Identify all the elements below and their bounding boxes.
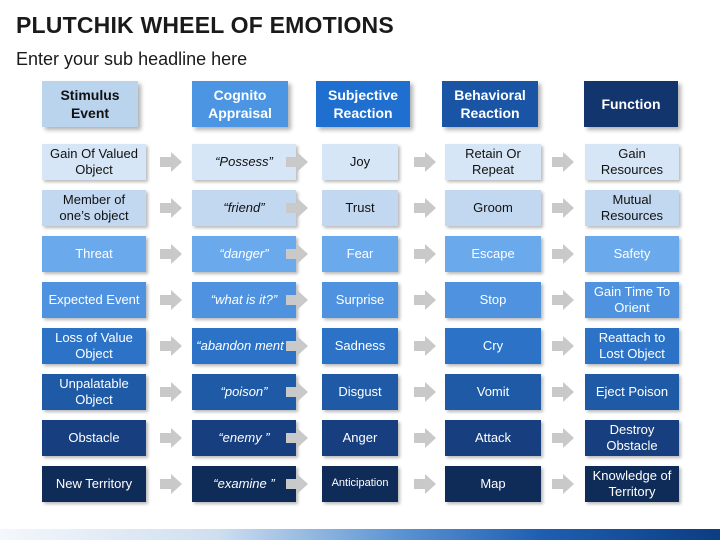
arrow-right-icon <box>286 474 308 494</box>
arrow-right-icon <box>552 382 574 402</box>
stimulus-event-cell: Obstacle <box>42 420 146 456</box>
arrow-right-icon <box>160 290 182 310</box>
behavioral-reaction-cell: Attack <box>445 420 541 456</box>
header-stimulus-event: Stimulus Event <box>42 81 138 127</box>
arrow-right-icon <box>160 382 182 402</box>
cognito-appraisal-cell: “danger” <box>192 236 296 272</box>
header-cognito-appraisal: Cognito Appraisal <box>192 81 288 127</box>
footer-gradient-bar <box>0 529 720 540</box>
arrow-right-icon <box>160 198 182 218</box>
arrow-right-icon <box>414 336 436 356</box>
stimulus-event-cell: Expected Event <box>42 282 146 318</box>
subjective-reaction-cell: Trust <box>322 190 398 226</box>
subjective-reaction-cell: Anger <box>322 420 398 456</box>
arrow-right-icon <box>552 244 574 264</box>
arrow-right-icon <box>286 428 308 448</box>
cognito-appraisal-cell: “examine ” <box>192 466 296 502</box>
arrow-right-icon <box>286 336 308 356</box>
arrow-right-icon <box>414 290 436 310</box>
arrow-right-icon <box>414 428 436 448</box>
behavioral-reaction-cell: Stop <box>445 282 541 318</box>
cognito-appraisal-cell: “Possess” <box>192 144 296 180</box>
arrow-right-icon <box>552 290 574 310</box>
arrow-right-icon <box>414 198 436 218</box>
function-cell: Gain Time To Orient <box>585 282 679 318</box>
arrow-right-icon <box>552 336 574 356</box>
header-behavioral-reaction: Behavioral Reaction <box>442 81 538 127</box>
arrow-right-icon <box>552 152 574 172</box>
function-cell: Knowledge of Territory <box>585 466 679 502</box>
arrow-right-icon <box>160 244 182 264</box>
arrow-right-icon <box>286 198 308 218</box>
arrow-right-icon <box>160 336 182 356</box>
stimulus-event-cell: New Territory <box>42 466 146 502</box>
cognito-appraisal-cell: “abandon ment “ <box>192 328 296 364</box>
stimulus-event-cell: Gain Of Valued Object <box>42 144 146 180</box>
subjective-reaction-cell: Fear <box>322 236 398 272</box>
cognito-appraisal-cell: “what is it?” <box>192 282 296 318</box>
subjective-reaction-cell: Disgust <box>322 374 398 410</box>
arrow-right-icon <box>414 474 436 494</box>
arrow-right-icon <box>552 474 574 494</box>
cognito-appraisal-cell: “poison” <box>192 374 296 410</box>
arrow-right-icon <box>286 290 308 310</box>
behavioral-reaction-cell: Retain Or Repeat <box>445 144 541 180</box>
arrow-right-icon <box>414 152 436 172</box>
arrow-right-icon <box>552 198 574 218</box>
behavioral-reaction-cell: Cry <box>445 328 541 364</box>
behavioral-reaction-cell: Groom <box>445 190 541 226</box>
behavioral-reaction-cell: Vomit <box>445 374 541 410</box>
stimulus-event-cell: Unpalatable Object <box>42 374 146 410</box>
arrow-right-icon <box>160 474 182 494</box>
arrow-right-icon <box>160 428 182 448</box>
subjective-reaction-cell: Surprise <box>322 282 398 318</box>
subjective-reaction-cell: Joy <box>322 144 398 180</box>
function-cell: Eject Poison <box>585 374 679 410</box>
cognito-appraisal-cell: “friend” <box>192 190 296 226</box>
function-cell: Gain Resources <box>585 144 679 180</box>
page-title: PLUTCHIK WHEEL OF EMOTIONS <box>16 12 394 38</box>
arrow-right-icon <box>552 428 574 448</box>
subjective-reaction-cell: Sadness <box>322 328 398 364</box>
arrow-right-icon <box>414 382 436 402</box>
cognito-appraisal-cell: “enemy ” <box>192 420 296 456</box>
function-cell: Safety <box>585 236 679 272</box>
arrow-right-icon <box>286 382 308 402</box>
function-cell: Reattach to Lost Object <box>585 328 679 364</box>
stimulus-event-cell: Member of one’s object <box>42 190 146 226</box>
behavioral-reaction-cell: Escape <box>445 236 541 272</box>
function-cell: Destroy Obstacle <box>585 420 679 456</box>
page-subtitle: Enter your sub headline here <box>16 49 248 69</box>
header-function: Function <box>584 81 678 127</box>
header-subjective-reaction: Subjective Reaction <box>316 81 410 127</box>
function-cell: Mutual Resources <box>585 190 679 226</box>
stimulus-event-cell: Threat <box>42 236 146 272</box>
stimulus-event-cell: Loss of Value Object <box>42 328 146 364</box>
subjective-reaction-cell: Anticipation <box>322 466 398 502</box>
arrow-right-icon <box>414 244 436 264</box>
arrow-right-icon <box>160 152 182 172</box>
behavioral-reaction-cell: Map <box>445 466 541 502</box>
arrow-right-icon <box>286 244 308 264</box>
arrow-right-icon <box>286 152 308 172</box>
